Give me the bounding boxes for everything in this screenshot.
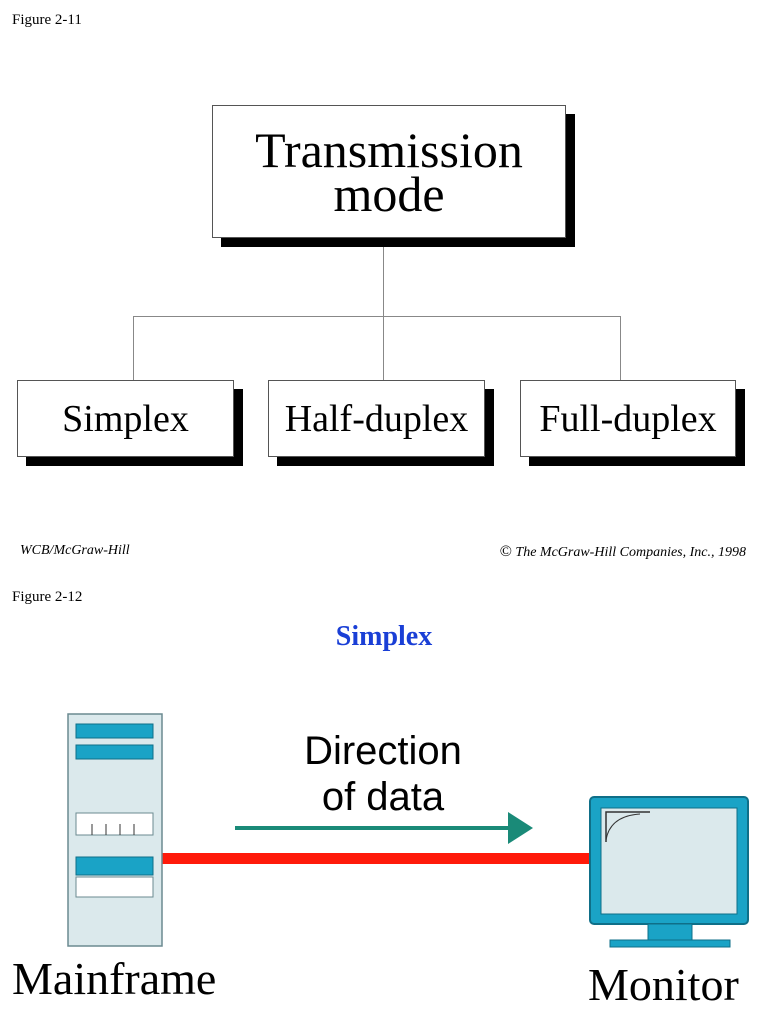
- direction-arrow-icon: [235, 812, 533, 844]
- root-node-line2: mode: [333, 165, 445, 222]
- child-node-label: Half-duplex: [284, 397, 469, 440]
- simplex-illustration: [67, 713, 749, 948]
- connector-right: [620, 316, 621, 380]
- footer-copyright-text: The McGraw-Hill Companies, Inc., 1998: [515, 545, 746, 560]
- footer-copyright: © The McGraw-Hill Companies, Inc., 1998: [500, 543, 746, 561]
- connector-trunk: [383, 238, 384, 316]
- connector-bar: [133, 316, 621, 317]
- copyright-icon: ©: [499, 543, 512, 560]
- mainframe-label: Mainframe: [12, 953, 217, 1004]
- footer-publisher: WCB/McGraw-Hill: [20, 543, 130, 558]
- simplex-title: Simplex: [335, 621, 433, 652]
- root-node-line1: Transmission: [255, 121, 523, 178]
- figure-label-2: Figure 2-12: [12, 589, 83, 605]
- child-node-half-duplex: Half-duplex: [268, 380, 485, 457]
- transmission-link: [160, 853, 592, 864]
- direction-line1: Direction: [304, 729, 462, 773]
- child-node-label: Full-duplex: [539, 397, 717, 440]
- child-node-full-duplex: Full-duplex: [520, 380, 736, 457]
- child-node-label: Simplex: [62, 397, 189, 440]
- connector-middle: [383, 316, 384, 380]
- connector-left: [133, 316, 134, 380]
- root-node: Transmission mode: [212, 105, 566, 238]
- direction-caption: Direction of data: [230, 728, 536, 820]
- monitor-label: Monitor: [588, 959, 739, 1010]
- child-node-simplex: Simplex: [17, 380, 234, 457]
- monitor-icon: [589, 796, 749, 948]
- mainframe-icon: [67, 713, 163, 947]
- figure-label-1: Figure 2-11: [12, 12, 82, 28]
- direction-line2: of data: [321, 775, 445, 819]
